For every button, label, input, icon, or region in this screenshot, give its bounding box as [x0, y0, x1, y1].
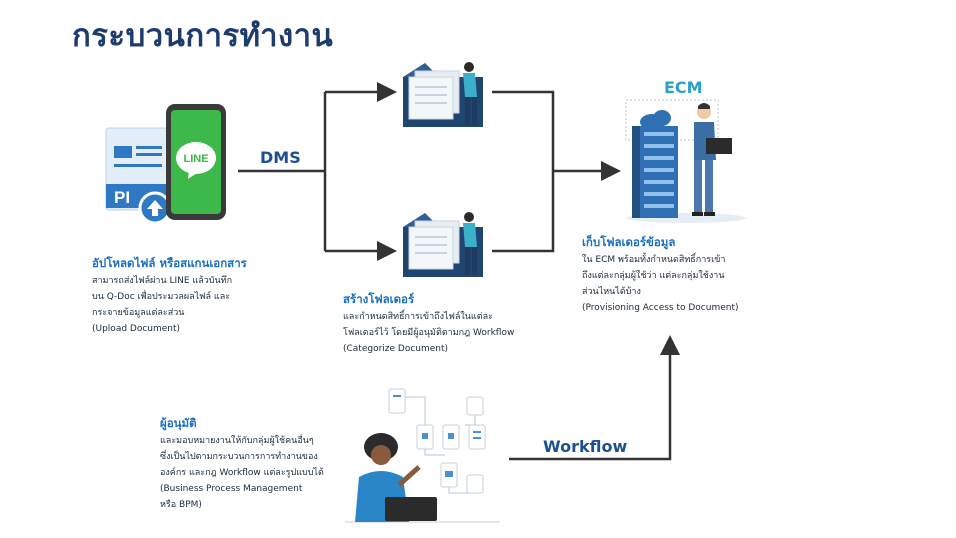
create-folder-heading: สร้างโฟลเดอร์ — [343, 292, 415, 306]
page-title: กระบวนการทำงาน — [72, 18, 334, 54]
folder-illustration-bottom — [403, 212, 483, 277]
server-rack-icon — [632, 126, 678, 218]
dms-label: DMS — [260, 148, 301, 167]
workflow-label: Workflow — [543, 437, 628, 456]
top-merge-line — [492, 90, 555, 171]
person-with-laptop-icon — [692, 103, 732, 216]
create-folder-description: และกำหนดสิทธิ์การเข้าถึงไฟล์ในแต่ละ โฟลเ… — [343, 312, 515, 354]
ecm-server-illustration — [625, 99, 746, 223]
approver-heading: ผู้อนุมัติ — [160, 416, 197, 430]
approver-illustration — [345, 388, 500, 523]
approver-description: และมอบหมายงานให้กับกลุ่มผู้ใช้คนอื่นๆ ซึ… — [160, 436, 324, 510]
upload-description: สามารถส่งไฟล์ผ่าน LINE แล้วบันทึก บน Q-D… — [92, 276, 233, 334]
upload-arrow-icon — [138, 191, 172, 225]
workflow-arrow — [509, 335, 680, 461]
line-logo: LINE — [183, 153, 208, 165]
store-description: ใน ECM พร้อมทั้งกำหนดสิทธิ์การเข้า ถึงแต… — [582, 255, 739, 313]
approver-section: ผู้อนุมัติ และมอบหมายงานให้กับกลุ่มผู้ใช… — [160, 415, 360, 513]
bottom-merge-line — [492, 171, 555, 253]
upload-section: อัปโหลดไฟล์ หรือสแกนเอกสาร สามารถส่งไฟล์… — [92, 255, 292, 337]
folder-illustration-top — [403, 62, 483, 127]
upload-heading: อัปโหลดไฟล์ หรือสแกนเอกสาร — [92, 256, 247, 270]
store-section: เก็บโฟลเดอร์ข้อมูล ใน ECM พร้อมทั้งกำหนด… — [582, 234, 782, 316]
upload-illustration: PI LINE — [105, 104, 226, 225]
woman-with-laptop-icon — [355, 433, 437, 522]
workflow-card-icons — [388, 388, 486, 494]
phone-icon: LINE — [166, 104, 226, 220]
ecm-label: ECM — [664, 78, 703, 97]
svg-text:PI: PI — [114, 188, 130, 207]
store-heading: เก็บโฟลเดอร์ข้อมูล — [582, 235, 676, 249]
create-folder-section: สร้างโฟลเดอร์ และกำหนดสิทธิ์การเข้าถึงไฟ… — [343, 291, 573, 357]
